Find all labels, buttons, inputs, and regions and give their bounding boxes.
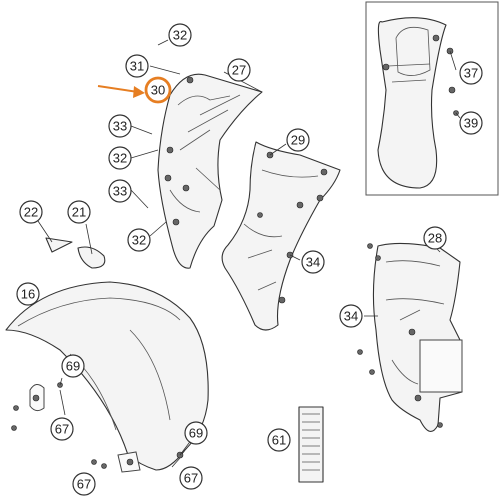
svg-text:22: 22 xyxy=(24,205,38,220)
callout-27[interactable]: 27 xyxy=(227,58,251,82)
svg-text:67: 67 xyxy=(55,422,69,437)
callout-32[interactable]: 32 xyxy=(127,228,151,252)
svg-text:28: 28 xyxy=(428,231,442,246)
highlight-arrow xyxy=(97,85,145,98)
callout-21[interactable]: 21 xyxy=(67,200,91,224)
callout-31[interactable]: 31 xyxy=(125,54,149,78)
svg-text:21: 21 xyxy=(72,205,86,220)
svg-text:30: 30 xyxy=(151,83,165,98)
filter-element xyxy=(298,406,324,483)
svg-text:33: 33 xyxy=(113,119,127,134)
callout-28[interactable]: 28 xyxy=(423,226,447,250)
callout-30-highlighted[interactable]: 30 xyxy=(144,76,172,104)
small-parts xyxy=(45,237,106,269)
callout-33[interactable]: 33 xyxy=(108,179,132,203)
callout-22[interactable]: 22 xyxy=(19,200,43,224)
svg-text:34: 34 xyxy=(344,309,358,324)
svg-text:37: 37 xyxy=(464,66,478,81)
svg-text:27: 27 xyxy=(232,63,246,78)
callout-32[interactable]: 32 xyxy=(108,146,132,170)
callout-69[interactable]: 69 xyxy=(61,354,85,378)
svg-text:16: 16 xyxy=(21,287,35,302)
svg-text:32: 32 xyxy=(113,151,127,166)
svg-text:67: 67 xyxy=(184,471,198,486)
callout-34[interactable]: 34 xyxy=(301,250,325,274)
inset-detail xyxy=(365,1,499,196)
svg-text:69: 69 xyxy=(66,359,80,374)
svg-text:69: 69 xyxy=(189,426,203,441)
callout-33[interactable]: 33 xyxy=(108,114,132,138)
callout-61[interactable]: 61 xyxy=(267,428,291,452)
callout-39[interactable]: 39 xyxy=(459,111,483,135)
front-fender xyxy=(5,281,209,473)
svg-text:67: 67 xyxy=(77,477,91,492)
callout-67[interactable]: 67 xyxy=(50,417,74,441)
svg-text:32: 32 xyxy=(173,28,187,43)
callout-34[interactable]: 34 xyxy=(339,304,363,328)
callout-67[interactable]: 67 xyxy=(179,466,203,490)
side-panel-left xyxy=(157,73,263,269)
callout-29[interactable]: 29 xyxy=(286,128,310,152)
svg-text:33: 33 xyxy=(113,184,127,199)
callout-16[interactable]: 16 xyxy=(16,282,40,306)
right-shroud xyxy=(357,242,463,432)
svg-text:32: 32 xyxy=(132,233,146,248)
svg-text:39: 39 xyxy=(464,116,478,131)
callout-69[interactable]: 69 xyxy=(184,421,208,445)
center-panel xyxy=(221,141,341,331)
inset-part xyxy=(377,17,447,189)
callout-32[interactable]: 32 xyxy=(168,23,192,47)
svg-text:34: 34 xyxy=(306,255,320,270)
svg-text:29: 29 xyxy=(291,133,305,148)
callout-67[interactable]: 67 xyxy=(72,472,96,496)
svg-text:31: 31 xyxy=(130,59,144,74)
svg-text:61: 61 xyxy=(272,433,286,448)
callout-37[interactable]: 37 xyxy=(459,61,483,85)
